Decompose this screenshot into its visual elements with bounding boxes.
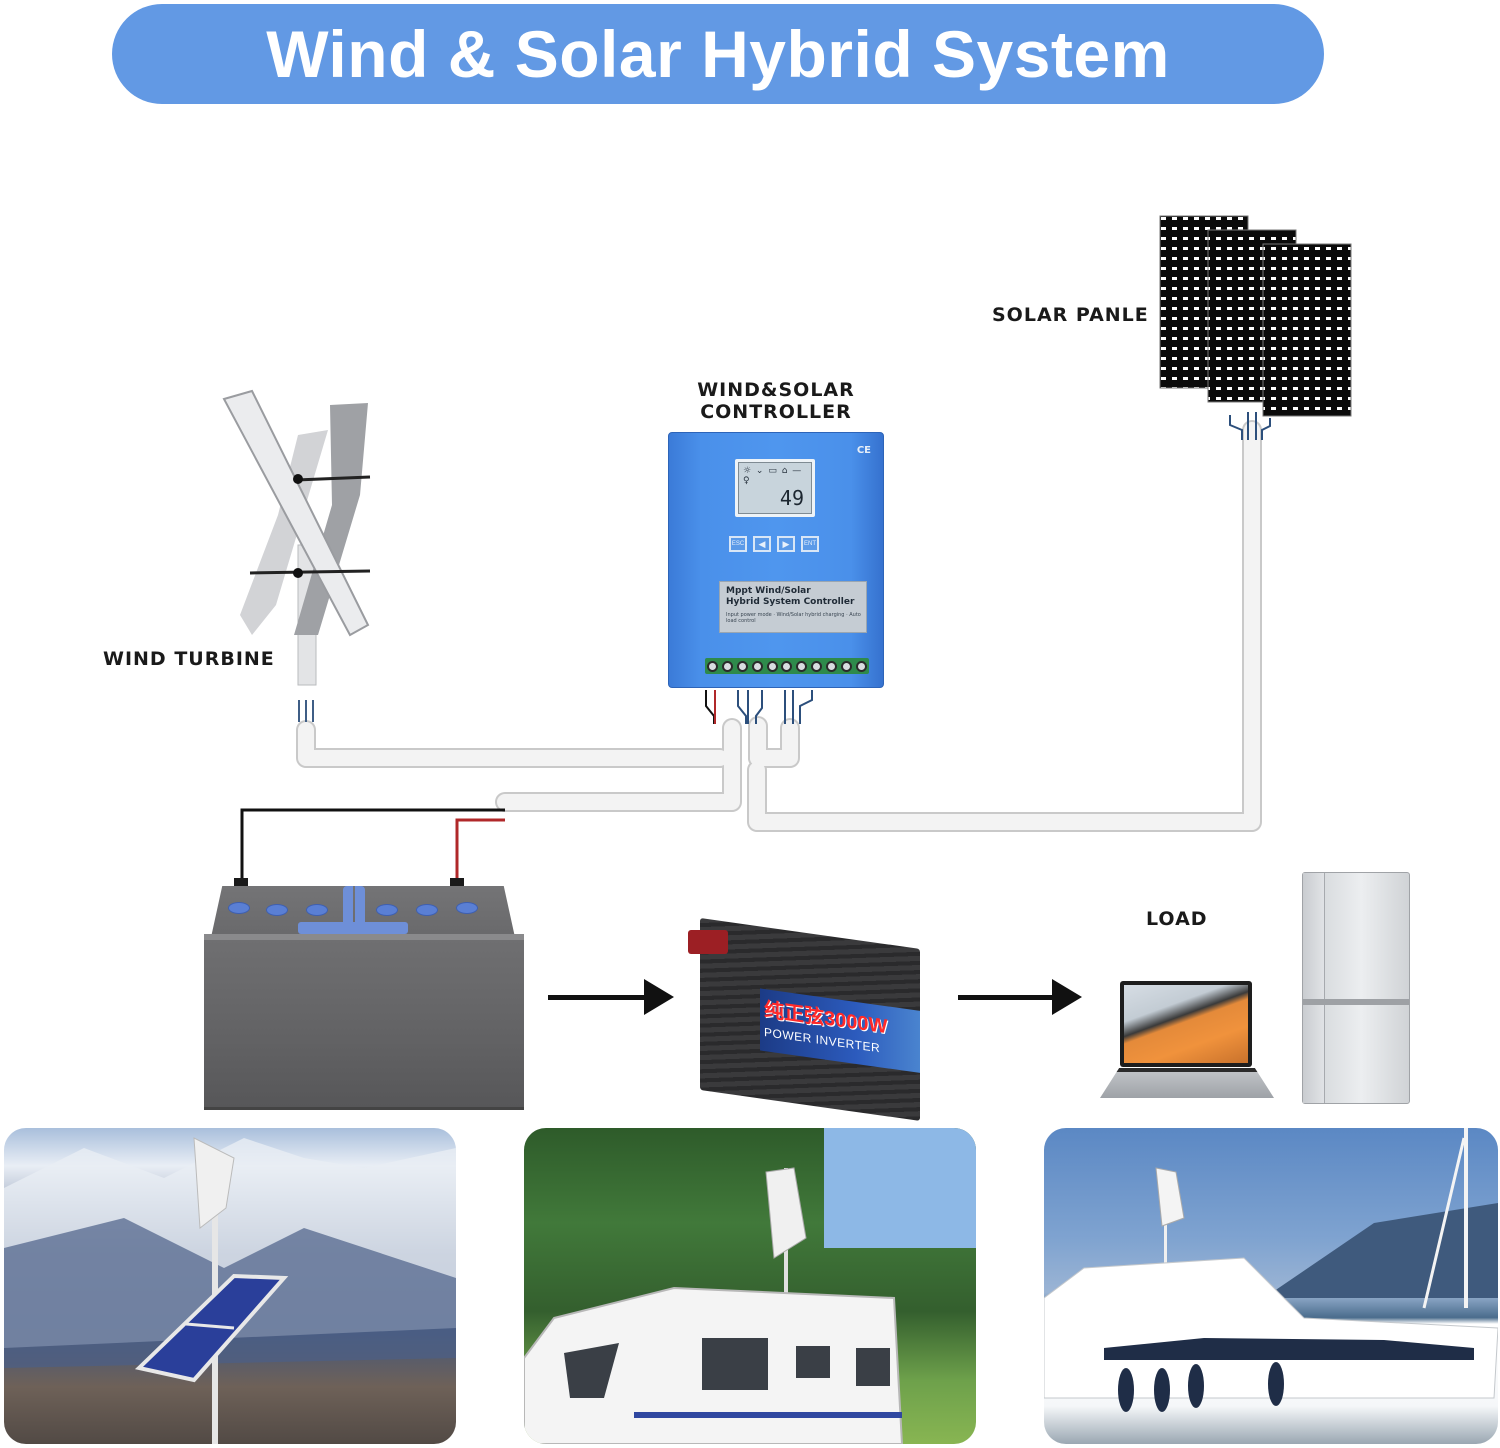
refrigerator-icon [1302, 872, 1410, 1104]
photo-yacht [1044, 1128, 1498, 1444]
lcd-display: ☼ ⌄ ▭ ⌂ — ♀ 49 [735, 459, 815, 517]
wind-turbine-label: WIND TURBINE [103, 648, 275, 670]
terminal-screw [736, 660, 748, 672]
battery-handle [298, 922, 408, 934]
arrow-right-icon [1052, 979, 1082, 1015]
flow-arrow-line [958, 995, 1056, 1000]
page-title: Wind & Solar Hybrid System [266, 17, 1170, 91]
solar-panel-icon [1159, 215, 1352, 417]
load-label: LOAD [1146, 908, 1208, 930]
lcd-value: 49 [779, 486, 804, 510]
battery-cap [456, 902, 478, 914]
wind-solar-controller: CE ☼ ⌄ ▭ ⌂ — ♀ 49 ESC ◀ ▶ ENT Mppt Wind/… [668, 432, 884, 688]
battery-cap [306, 904, 328, 916]
flow-arrow-line [548, 995, 648, 1000]
terminal-screw [811, 660, 823, 672]
inverter-terminal-knob [688, 930, 728, 954]
esc-button[interactable]: ESC [729, 536, 747, 552]
battery-cap [266, 904, 288, 916]
battery-handle [355, 886, 365, 926]
nameplate-line2: Hybrid System Controller [726, 597, 855, 607]
controller-label-line2: CONTROLLER [700, 401, 852, 423]
wind-turbine-icon [222, 389, 371, 686]
terminal-block [705, 658, 869, 674]
controller-buttons: ESC ◀ ▶ ENT [729, 536, 819, 552]
terminal-screw [721, 660, 733, 672]
left-button[interactable]: ◀ [753, 536, 771, 552]
controller-label-line1: WIND&SOLAR [697, 379, 855, 401]
battery-cap [416, 904, 438, 916]
nameplate-line1: Mppt Wind/Solar [726, 586, 811, 596]
battery-cap [228, 902, 250, 914]
inverter-label-band: 纯正弦3000W POWER INVERTER [760, 988, 920, 1073]
solar-panel-label: SOLAR PANLE [992, 304, 1149, 326]
terminal-screw [841, 660, 853, 672]
terminal-screw [706, 660, 718, 672]
battery-cap [376, 904, 398, 916]
laptop-base [1100, 1068, 1274, 1098]
battery-icon [204, 940, 524, 1110]
terminal-screw [751, 660, 763, 672]
right-button[interactable]: ▶ [777, 536, 795, 552]
photo-caravan [524, 1128, 976, 1444]
enter-button[interactable]: ENT [801, 536, 819, 552]
terminal-screw [826, 660, 838, 672]
nameplate-specs: Input power mode · Wind/Solar hybrid cha… [726, 612, 861, 624]
terminal-screw [856, 660, 868, 672]
lcd-status-icons: ☼ ⌄ ▭ ⌂ — ♀ [743, 466, 803, 486]
ce-mark: CE [856, 445, 871, 456]
terminal-screw [766, 660, 778, 672]
terminal-screw [796, 660, 808, 672]
photo-mountain-streetlight [4, 1128, 456, 1444]
title-banner: Wind & Solar Hybrid System [112, 4, 1324, 104]
arrow-right-icon [644, 979, 674, 1015]
power-inverter-icon: 纯正弦3000W POWER INVERTER [700, 918, 920, 1121]
laptop-icon [1120, 981, 1252, 1067]
controller-nameplate: Mppt Wind/Solar Hybrid System Controller… [719, 581, 867, 633]
battery-handle [343, 886, 353, 926]
terminal-screw [781, 660, 793, 672]
